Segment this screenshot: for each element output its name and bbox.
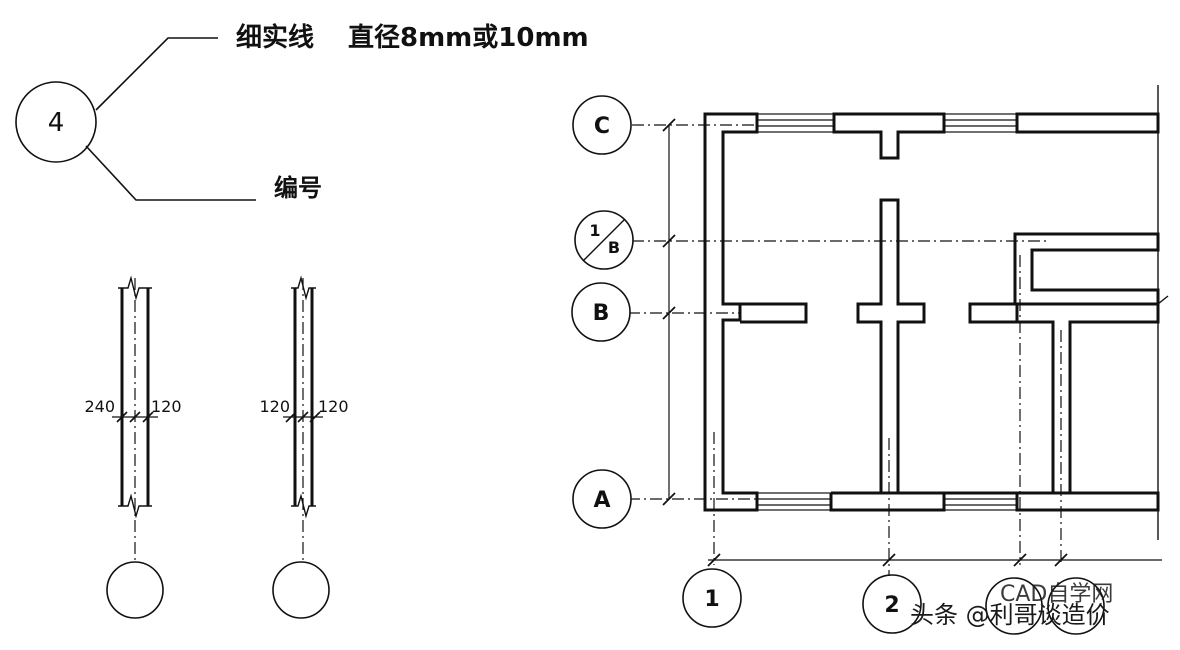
axis-bubble-1: 1 [682, 568, 742, 628]
axis-bubble-partial-3 [985, 577, 1105, 635]
plan-windows [756, 113, 1018, 511]
floor-plan: C 1 B B A 1 2 [571, 85, 1169, 635]
plan-dimension-lines [662, 118, 1162, 567]
svg-text:C: C [594, 114, 610, 139]
wall-example-2-left-dim: 120 [259, 397, 290, 416]
wall-example-1-right-dim: 120 [151, 397, 182, 416]
watermark: CAD自学网 头条 @利哥谈造价 [910, 582, 1113, 629]
axis-bubble-b: B [571, 282, 631, 342]
example-axis-circle [15, 81, 97, 163]
axis-callout-example: 4 细实线 直径8mm或10mm 编号 [15, 22, 589, 202]
plan-walls [703, 85, 1169, 540]
watermark-author: 头条 @利哥谈造价 [910, 601, 1110, 629]
axis-bubble-a: A [572, 469, 632, 529]
wall-example-1-left-dim: 240 [84, 397, 115, 416]
svg-text:1: 1 [704, 587, 719, 612]
secondary-axis-numerator: 1 [589, 221, 600, 240]
svg-text:A: A [593, 488, 610, 513]
example-axis-number: 4 [48, 108, 65, 138]
wall-example-1-axis-circle [106, 561, 164, 619]
wall-example-2-right-dim: 120 [318, 397, 349, 416]
diameter-label: 直径8mm或10mm [348, 23, 589, 53]
axis-bubble-2: 2 [862, 574, 922, 634]
diameter-leader-line [95, 37, 218, 111]
number-label: 编号 [274, 174, 322, 202]
watermark-site: CAD自学网 [1000, 582, 1113, 607]
number-leader-line [85, 145, 256, 201]
axis-bubble-1-b: 1 B [574, 210, 634, 270]
wall-example-2 [272, 275, 330, 619]
axis-bubble-c: C [572, 95, 632, 155]
svg-text:2: 2 [884, 593, 899, 618]
secondary-axis-denominator: B [608, 238, 620, 257]
plan-axis-lines [628, 124, 1062, 575]
wall-example-2-axis-circle [272, 561, 330, 619]
line-spec-label: 细实线 [236, 22, 314, 53]
svg-text:B: B [593, 301, 610, 326]
wall-example-1 [106, 275, 164, 619]
